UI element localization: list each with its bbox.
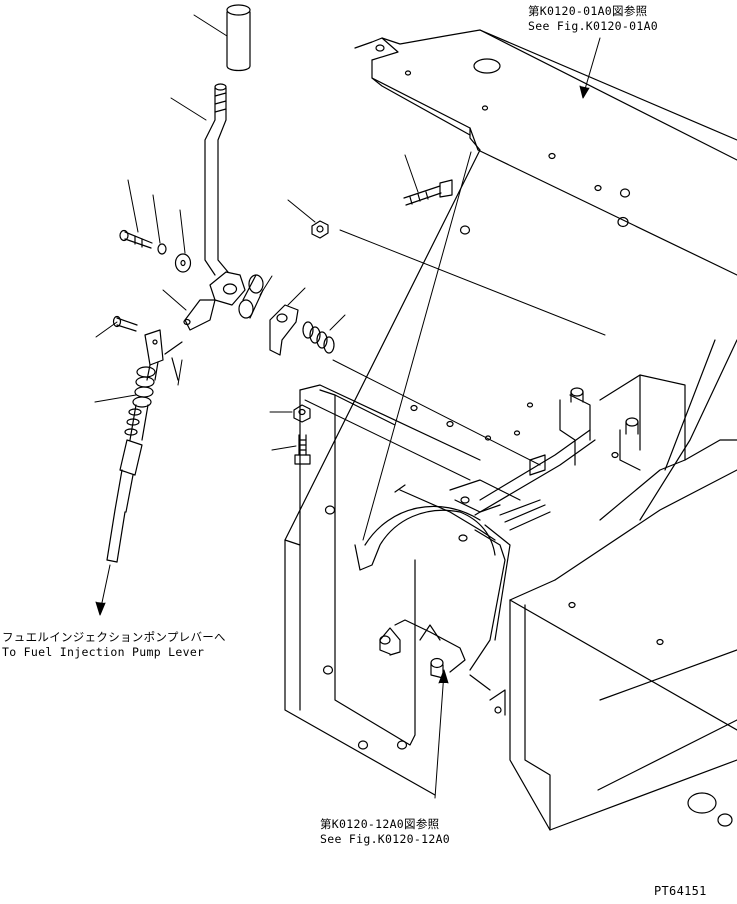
reference-top-en: See Fig.K0120-01A0 (528, 19, 659, 33)
lever-grip (226, 4, 251, 72)
reference-bottom-jp: 第K0120-12A0図参照 (320, 817, 440, 831)
frame-right-box (509, 339, 737, 831)
clevis-pin (112, 315, 138, 332)
curved-guard (354, 484, 496, 571)
arrow-head-top (579, 85, 590, 99)
reference-label-bottom: 第K0120-12A0図参照 See Fig.K0120-12A0 (320, 817, 450, 847)
figure-code: PT64151 (654, 884, 707, 898)
spring-retainer (269, 304, 299, 356)
arrow-head-bottom (438, 669, 449, 684)
cotter-pin (164, 341, 183, 381)
frame-side-panel (284, 149, 521, 796)
bolt-lever-pivot (119, 229, 153, 249)
control-lever (183, 83, 246, 331)
bolt-frame (403, 179, 453, 206)
return-spring (302, 321, 335, 354)
flat-washer-hole (180, 259, 186, 267)
cable-destination-label: フュエルインジェクションポンプレバーへ To Fuel Injection Pu… (2, 630, 226, 660)
bushing (238, 274, 264, 319)
reference-arrows (95, 37, 601, 799)
reference-label-top: 第K0120-01A0図参照 See Fig.K0120-01A0 (528, 4, 658, 34)
bolt-bracket (294, 434, 311, 465)
callout-leaders (94, 14, 606, 481)
reference-top-jp: 第K0120-01A0図参照 (528, 4, 648, 18)
cable-clamp (379, 524, 511, 716)
throttle-cable (106, 329, 164, 563)
hex-nut-bracket (293, 404, 311, 423)
reference-bottom-en: See Fig.K0120-12A0 (320, 832, 451, 846)
arrow-head-cable (95, 601, 106, 616)
flat-washer (174, 253, 192, 273)
cable-destination-jp: フュエルインジェクションポンプレバーへ (2, 630, 226, 644)
frame-top-plate (354, 29, 737, 276)
lock-washer (157, 243, 167, 255)
bracket-assembly (449, 387, 641, 531)
hex-nut-top (311, 220, 329, 239)
cable-destination-en: To Fuel Injection Pump Lever (2, 645, 205, 659)
